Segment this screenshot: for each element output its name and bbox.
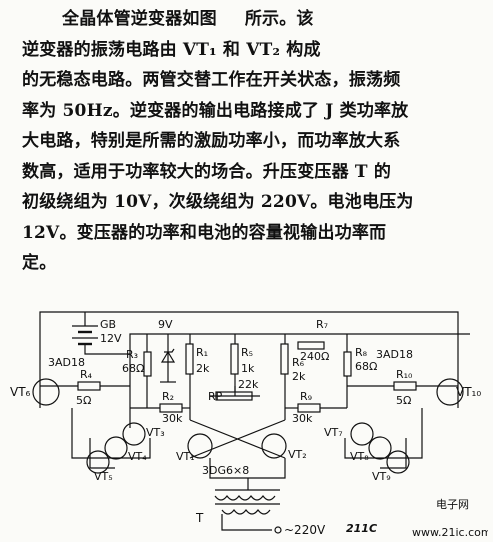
label-r5-value: 1k (241, 362, 255, 375)
label-vt10: VT₁₀ (456, 385, 481, 399)
label-r8: R₈ (355, 346, 368, 359)
site-watermark: 211C 电子网 www.21ic.com (346, 498, 488, 539)
watermark-url: www.21ic.com (412, 526, 488, 539)
paragraph-line-2: 逆变器的振荡电路由 VT₁ 和 VT₂ 构成 (22, 39, 321, 60)
label-vt5: VT₅ (94, 470, 113, 483)
wires (39, 311, 470, 534)
label-vt8: VT₈ (350, 450, 369, 463)
r1-body (185, 343, 194, 375)
vt8-symbol (368, 436, 392, 460)
cross-coupling-b (189, 419, 286, 459)
vt7-symbol (350, 422, 374, 446)
paragraph-line-3: 的无稳态电路。两管交替工作在开关状态，振荡频 (22, 70, 401, 90)
transformer-coil-secondary (221, 509, 271, 515)
label-r1: R₁ (196, 346, 208, 359)
inverter-circuit-diagram: GB 12V 9V R₇ 240Ω R₈ 68Ω R₃ 68Ω R₁ 2k R₅… (10, 311, 488, 539)
label-rp-value: 22k (238, 378, 259, 391)
transformer-coil-primary (214, 495, 276, 501)
vt1-symbol (187, 433, 213, 459)
label-r5: R₅ (241, 346, 253, 359)
vt2-symbol (261, 433, 287, 459)
vt9-symbol (386, 450, 410, 474)
label-vt9: VT₉ (372, 470, 391, 483)
label-r9: R₉ (300, 390, 312, 403)
r4-body (77, 381, 101, 391)
outer-loop-wire (39, 311, 459, 408)
rp-body (215, 391, 253, 401)
label-3ad18-right: 3AD18 (376, 348, 413, 361)
r2-body (159, 403, 183, 413)
label-220v-output: ~220V (284, 523, 326, 537)
label-vt1: VT₁ (176, 450, 195, 463)
watermark-cn: 电子网 (436, 498, 469, 511)
label-r7-value: 240Ω (300, 350, 329, 363)
paragraph-line-5: 大电路，特别是所需的激励功率小，而功率放大系 (22, 131, 401, 151)
label-r1-value: 2k (196, 362, 210, 375)
label-vt6: VT₆ (10, 385, 31, 399)
label-r4: R₄ (80, 368, 93, 381)
r3-body (143, 351, 152, 377)
r6-body (280, 343, 289, 375)
label-r10-value: 5Ω (396, 394, 411, 407)
label-r3-value: 68Ω (122, 362, 144, 375)
label-r9-value: 30k (292, 412, 313, 425)
label-9v: 9V (158, 318, 173, 331)
paragraph-line-1: 全晶体管逆变器如图 所示。该 (22, 4, 482, 35)
label-r8-value: 68Ω (355, 360, 377, 373)
vt10-symbol (436, 378, 464, 406)
label-vt3: VT₃ (146, 426, 165, 439)
paragraph-line-1a: 全晶体管逆变器如图 (62, 9, 217, 29)
label-vt7: VT₇ (324, 426, 343, 439)
label-3dg6: 3DG6×8 (202, 464, 249, 477)
r9-body (297, 403, 321, 413)
r10-body (393, 381, 417, 391)
transistors (32, 378, 464, 474)
label-r2-value: 30k (162, 412, 183, 425)
label-12v: 12V (100, 332, 122, 345)
r5-body (230, 343, 239, 375)
label-r2: R₂ (162, 390, 174, 403)
paragraph-line-9: 定。 (22, 253, 57, 273)
r7-body (297, 341, 325, 350)
paragraph-line-8: 12V。变压器的功率和电池的容量视输出功率而 (22, 222, 387, 243)
watermark-logo: 211C (346, 522, 377, 535)
vt3-symbol (122, 422, 146, 446)
label-vt2: VT₂ (288, 448, 307, 461)
label-r6: R₆ (292, 356, 305, 369)
labels: GB 12V 9V R₇ 240Ω R₈ 68Ω R₃ 68Ω R₁ 2k R₅… (10, 318, 481, 537)
r8-body (343, 351, 352, 377)
label-r10: R₁₀ (396, 368, 413, 381)
label-3ad18-left: 3AD18 (48, 356, 85, 369)
paragraph-line-7: 初级绕组为 10V，次级绕组为 220V。电池电压为 (22, 192, 414, 212)
vt5-symbol (86, 450, 110, 474)
vt4-symbol (104, 436, 128, 460)
label-transformer: T (195, 511, 204, 525)
vt6-symbol (32, 378, 60, 406)
label-vt4: VT₄ (128, 450, 147, 463)
paragraph-line-6: 数高，适用于功率较大的场合。升压变压器 T 的 (22, 161, 392, 182)
label-r4-value: 5Ω (76, 394, 91, 407)
label-rp: RP (208, 390, 223, 403)
label-r3: R₃ (126, 348, 138, 361)
paragraph-line-4: 率为 50Hz。逆变器的输出电路接成了 J 类功率放 (22, 100, 409, 121)
output-terminal (274, 526, 282, 534)
label-gb: GB (100, 318, 116, 331)
paragraph-line-1b: 所示。该 (244, 9, 314, 29)
article-paragraph: 全晶体管逆变器如图 所示。该 逆变器的振荡电路由 VT₁ 和 VT₂ 构成 的无稳… (22, 4, 482, 279)
label-r6-value: 2k (292, 370, 306, 383)
label-r7: R₇ (316, 318, 328, 331)
